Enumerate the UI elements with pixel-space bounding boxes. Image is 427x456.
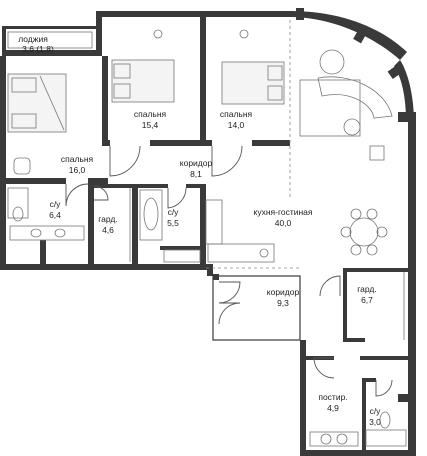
room-labels: лоджия 3,6 (1,8) спальня 16,0 спальня 15…	[18, 34, 381, 427]
doors	[65, 145, 393, 397]
label-bedroom3-area: 14,0	[228, 120, 245, 130]
label-bathroom2-area: 5,5	[167, 218, 179, 228]
label-corridor2-area: 9,3	[277, 298, 289, 308]
label-laundry-name: постир.	[318, 392, 347, 402]
label-bathroom3-area: 3,0	[369, 417, 381, 427]
label-loggia-area: 3,6 (1,8)	[22, 44, 54, 54]
label-bedroom2-name: спальня	[134, 109, 167, 119]
exterior-walls	[0, 8, 416, 456]
label-bathroom1-area: 6,4	[49, 210, 61, 220]
label-bedroom1-area: 16,0	[69, 165, 86, 175]
interior-walls	[6, 11, 408, 450]
label-corridor1-area: 8,1	[190, 169, 202, 179]
label-bedroom2-area: 15,4	[142, 120, 159, 130]
label-corridor1-name: коридор	[180, 158, 213, 168]
label-bathroom1-name: с/у	[50, 199, 62, 209]
label-kitchen-name: кухня-гостиная	[254, 207, 313, 217]
label-bedroom1-name: спальня	[61, 154, 94, 164]
zone-lines	[206, 20, 300, 269]
label-loggia-name: лоджия	[18, 34, 48, 44]
label-wardrobe1-area: 4,6	[102, 225, 114, 235]
label-laundry-area: 4,9	[327, 403, 339, 413]
label-bedroom3-name: спальня	[220, 109, 253, 119]
label-corridor2-name: коридор	[267, 287, 300, 297]
furniture	[7, 29, 407, 447]
label-bathroom2-name: с/у	[168, 207, 180, 217]
label-bathroom3-name: с/у	[370, 406, 382, 416]
label-kitchen-area: 40,0	[275, 218, 292, 228]
label-wardrobe2-name: гард.	[357, 284, 377, 294]
label-wardrobe2-area: 6,7	[361, 295, 373, 305]
label-wardrobe1-name: гард.	[98, 214, 118, 224]
